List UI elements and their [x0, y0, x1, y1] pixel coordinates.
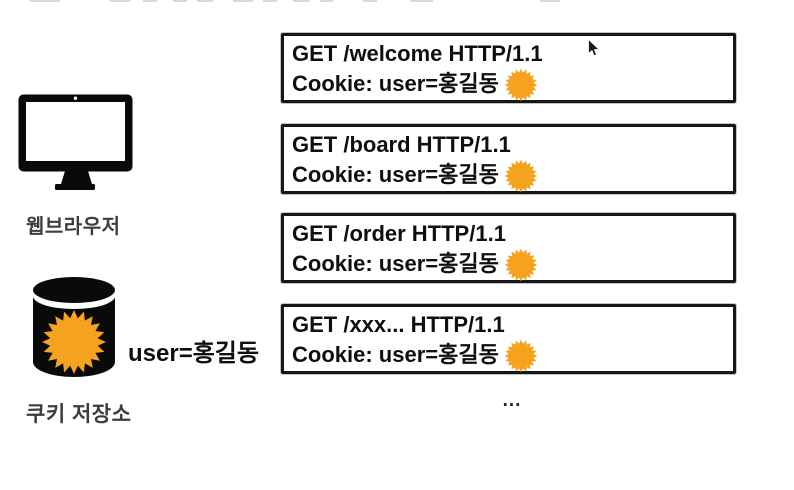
cookie-starburst-icon	[504, 68, 538, 102]
mouse-cursor-icon	[588, 39, 600, 57]
cookie-storage-database-icon	[30, 277, 118, 377]
http-request-box-board: GET /board HTTP/1.1 Cookie: user=홍길동	[281, 124, 736, 194]
stored-cookie-value: user=홍길동	[128, 340, 259, 367]
cookie-starburst-icon	[504, 248, 538, 282]
web-browser-monitor-icon	[18, 94, 133, 190]
cookie-header-line: Cookie: user=홍길동	[292, 68, 725, 102]
web-browser-label: 웹브라우저	[26, 216, 121, 238]
more-requests-ellipsis: ...	[502, 390, 522, 411]
cookie-header-text: Cookie: user=홍길동	[292, 162, 499, 187]
http-request-box-xxx: GET /xxx... HTTP/1.1 Cookie: user=홍길동	[281, 304, 736, 374]
cookie-header-line: Cookie: user=홍길동	[292, 159, 725, 193]
cookie-starburst-icon	[42, 310, 106, 374]
http-request-box-order: GET /order HTTP/1.1 Cookie: user=홍길동	[281, 213, 736, 283]
request-line: GET /xxx... HTTP/1.1	[292, 312, 505, 337]
http-request-box-welcome: GET /welcome HTTP/1.1 Cookie: user=홍길동	[281, 33, 736, 103]
cookie-starburst-icon	[504, 339, 538, 373]
request-line: GET /board HTTP/1.1	[292, 132, 511, 157]
cookie-header-text: Cookie: user=홍길동	[292, 71, 499, 96]
cookie-starburst-icon	[504, 159, 538, 193]
cookie-header-text: Cookie: user=홍길동	[292, 251, 499, 276]
request-line: GET /welcome HTTP/1.1	[292, 41, 543, 66]
cookie-header-line: Cookie: user=홍길동	[292, 339, 725, 373]
cookie-storage-label: 쿠키 저장소	[26, 403, 132, 426]
cookie-header-text: Cookie: user=홍길동	[292, 342, 499, 367]
cookie-header-line: Cookie: user=홍길동	[292, 248, 725, 282]
request-line: GET /order HTTP/1.1	[292, 221, 506, 246]
